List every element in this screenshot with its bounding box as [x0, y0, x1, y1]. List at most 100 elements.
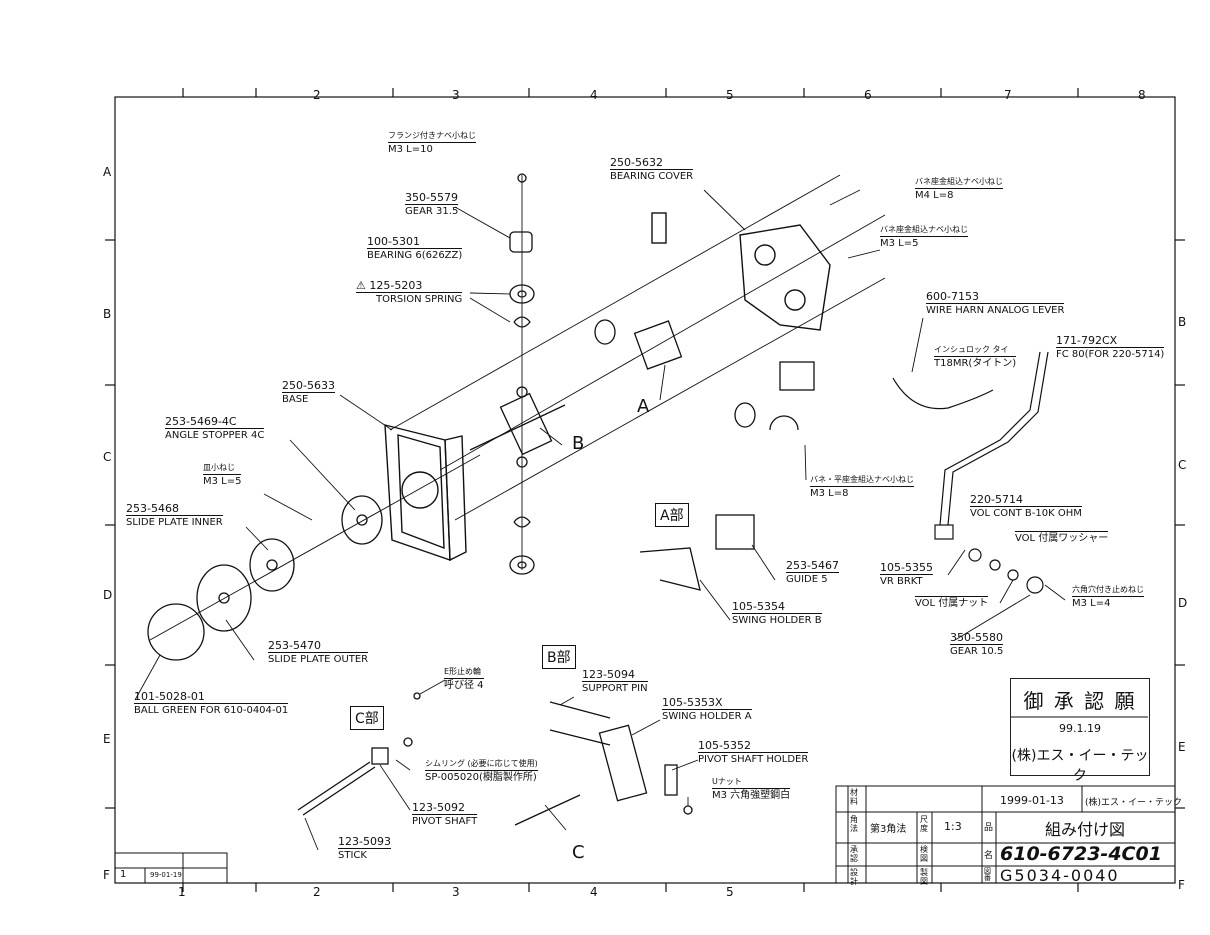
slide-plates	[147, 495, 383, 661]
approval-stamp: 御 承 認 願 99.1.19 (株)エス・イー・テック	[1010, 678, 1150, 784]
callout-c: C	[572, 842, 585, 863]
grid-col-3: 3	[452, 88, 460, 102]
tb-label-scale: 尺度	[920, 815, 928, 833]
assembly-lines	[149, 174, 886, 641]
grid-col-2-bottom: 2	[313, 885, 321, 899]
tb-drawing-name: 組み付け図	[1045, 820, 1126, 839]
tb-label-projection: 角法	[850, 815, 858, 833]
tb-part-number: 610-6723-4C01	[1000, 843, 1162, 865]
revision-date: 99-01-19	[150, 871, 182, 879]
grid-row-c-right: C	[1178, 458, 1187, 472]
tb-label-drawing-no: 図番	[984, 867, 991, 882]
callout-b: B	[572, 433, 585, 454]
grid-ticks	[105, 88, 1185, 892]
wire-harness	[892, 351, 1049, 594]
bearing-cover	[651, 212, 831, 331]
label-e-ring: E形止め輪呼び径 4	[444, 667, 484, 691]
grid-row-d: D	[103, 588, 113, 602]
label-shim-ring: シムリング (必要に応じて使用)SP-005020(樹脂製作所)	[425, 759, 538, 783]
tb-scale: 1:3	[944, 820, 962, 833]
grid-col-4-bottom: 4	[590, 885, 598, 899]
tb-projection: 第3角法	[870, 824, 907, 835]
label-vol-nut: VOL 付属ナット	[915, 596, 989, 609]
tb-date: 1999-01-13	[1000, 794, 1064, 807]
revision-mark: 1	[120, 869, 127, 880]
section-a-box: A部	[655, 503, 689, 527]
section-b-box: B部	[542, 645, 576, 669]
grid-row-e-right: E	[1178, 740, 1186, 754]
leader-lines	[134, 189, 1066, 851]
grid-row-a: A	[103, 165, 112, 179]
callout-a: A	[637, 396, 650, 417]
tb-label-drafting: 製図	[920, 868, 928, 886]
base-plate	[384, 424, 467, 562]
title-block-grid	[835, 785, 1176, 884]
tb-company: (株)エス・イー・テック	[1085, 798, 1183, 808]
grid-col-6: 6	[864, 88, 872, 102]
grid-col-3-bottom: 3	[452, 885, 460, 899]
grid-row-b: B	[103, 307, 112, 321]
grid-col-4: 4	[590, 88, 598, 102]
tb-label-material: 材料	[850, 788, 858, 806]
grid-row-b-right: B	[1178, 315, 1187, 329]
grid-col-5: 5	[726, 88, 734, 102]
grid-row-e: E	[103, 732, 111, 746]
tb-label-name: 名	[984, 851, 994, 861]
tb-label-item: 品	[984, 823, 994, 833]
grid-col-1-bottom: 1	[178, 885, 186, 899]
grid-col-7: 7	[1004, 88, 1012, 102]
swing-holder-a-group	[594, 319, 815, 431]
stamp-date: 99.1.19	[1059, 722, 1101, 735]
tb-label-design: 設計	[850, 868, 858, 886]
grid-row-f: F	[103, 868, 110, 882]
grid-col-5-bottom: 5	[726, 885, 734, 899]
grid-row-c: C	[103, 450, 112, 464]
stamp-title: 御 承 認 願	[1023, 689, 1137, 713]
grid-row-f-right: F	[1178, 878, 1185, 892]
label-vol-washer: VOL 付属ワッシャー	[1015, 531, 1109, 544]
tb-label-check: 検図	[920, 845, 928, 863]
section-c-box: C部	[350, 706, 384, 730]
revision-block	[114, 852, 228, 884]
grid-col-8: 8	[1138, 88, 1146, 102]
stick-assembly	[297, 692, 421, 816]
pivot-assembly-b	[469, 386, 566, 468]
tb-drawing-number: G5034-0040	[1000, 866, 1120, 885]
stamp-company: (株)エス・イー・テック	[1011, 748, 1149, 784]
tb-label-approval: 承認	[850, 845, 858, 863]
grid-col-2: 2	[313, 88, 321, 102]
drawing-border	[114, 96, 1176, 884]
swing-holder-b-group	[639, 514, 755, 591]
grid-row-d-right: D	[1178, 596, 1188, 610]
